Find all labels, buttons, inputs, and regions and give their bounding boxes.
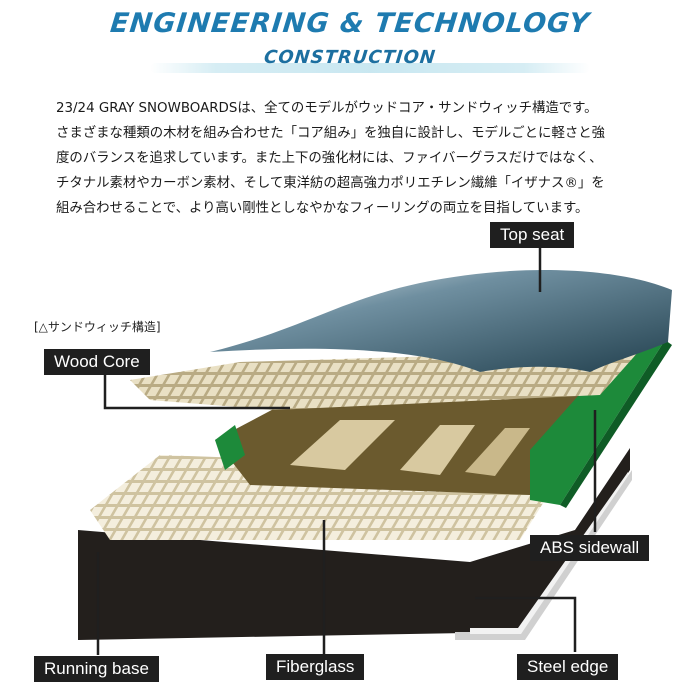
leader-steel-edge — [475, 596, 577, 652]
diagram-caption: [△サンドウィッチ構造] — [34, 320, 161, 334]
intro-line: 度のバランスを追求しています。また上下の強化材には、ファイバーグラスだけではなく… — [56, 151, 603, 166]
label-steel-edge: Steel edge — [517, 654, 619, 680]
wood-core-strip — [400, 425, 475, 475]
abs-sidewall-left — [215, 425, 245, 470]
intro-line: チタナル素材やカーボン素材、そして東洋紡の超高強力ポリエチレン繊維「イザナス®」… — [56, 176, 605, 191]
label-running-base: Running base — [34, 656, 159, 682]
label-fiberglass: Fiberglass — [266, 654, 365, 680]
label-top-seat: Top seat — [490, 222, 575, 248]
label-wood-core: Wood Core — [44, 349, 150, 375]
intro-paragraph: 23/24 GRAY SNOWBOARDSは、全てのモデルがウッドコア・サンドウ… — [56, 96, 676, 221]
intro-line: 組み合わせることで、より高い剛性としなやかなフィーリングの両立を目指しています。 — [56, 201, 589, 216]
abs-sidewall-right-shade — [560, 340, 672, 508]
header: ENGINEERING & TECHNOLOGY CONSTRUCTION — [0, 0, 700, 80]
wood-core-layer — [215, 385, 605, 495]
wood-core-strip — [290, 420, 395, 470]
label-abs-sidewall: ABS sidewall — [530, 535, 650, 561]
intro-line: さまざまな種類の木材を組み合わせた「コア組み」を独自に設計し、モデルごとに軽さと… — [56, 126, 606, 141]
leader-wood-core — [103, 370, 290, 410]
top-seat-layer — [210, 270, 672, 372]
abs-sidewall-right — [530, 340, 665, 505]
wood-core-strip — [465, 428, 530, 476]
running-base-layer — [78, 448, 630, 640]
intro-line: 23/24 GRAY SNOWBOARDSは、全てのモデルがウッドコア・サンドウ… — [56, 101, 598, 116]
steel-edge-layer — [455, 470, 632, 640]
title-brush-decoration — [150, 63, 590, 73]
